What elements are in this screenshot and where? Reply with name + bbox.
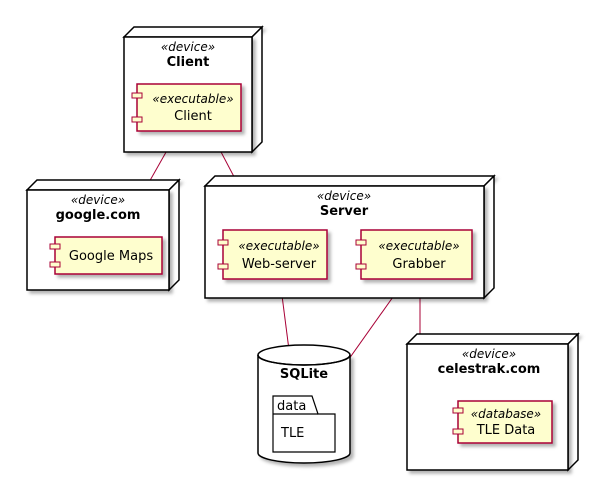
server-node-name: Server — [320, 204, 369, 219]
folder-tab-label: data — [277, 399, 306, 414]
client-node-name: Client — [167, 55, 210, 70]
server-node-stereotype: «device» — [317, 189, 371, 203]
web-server-name: Web-server — [242, 257, 317, 272]
client-node-stereotype: «device» — [161, 40, 215, 54]
google-maps-name: Google Maps — [69, 249, 153, 264]
grabber-stereotype: «executable» — [378, 239, 459, 253]
celestrak-node-name: celestrak.com — [438, 362, 541, 377]
component-google-maps[interactable]: Google Maps — [49, 236, 163, 275]
tle-data-stereotype: «database» — [471, 407, 541, 421]
component-tle-data[interactable]: «database» TLE Data — [452, 400, 553, 444]
client-exe-stereotype: «executable» — [152, 92, 233, 106]
google-node-stereotype: «device» — [71, 193, 125, 207]
google-node-name: google.com — [56, 208, 141, 223]
celestrak-node-stereotype: «device» — [462, 347, 516, 361]
sqlite-name: SQLite — [280, 367, 328, 382]
tle-data-name: TLE Data — [476, 423, 536, 438]
grabber-name: Grabber — [392, 257, 446, 272]
component-grabber[interactable]: «executable» Grabber — [355, 229, 473, 280]
folder-tle[interactable]: data TLE — [272, 395, 336, 453]
web-server-stereotype: «executable» — [238, 239, 319, 253]
folder-name: TLE — [280, 426, 304, 441]
component-client-executable[interactable]: «executable» Client — [131, 83, 242, 132]
client-exe-name: Client — [174, 109, 212, 124]
component-web-server[interactable]: «executable» Web-server — [217, 229, 328, 280]
